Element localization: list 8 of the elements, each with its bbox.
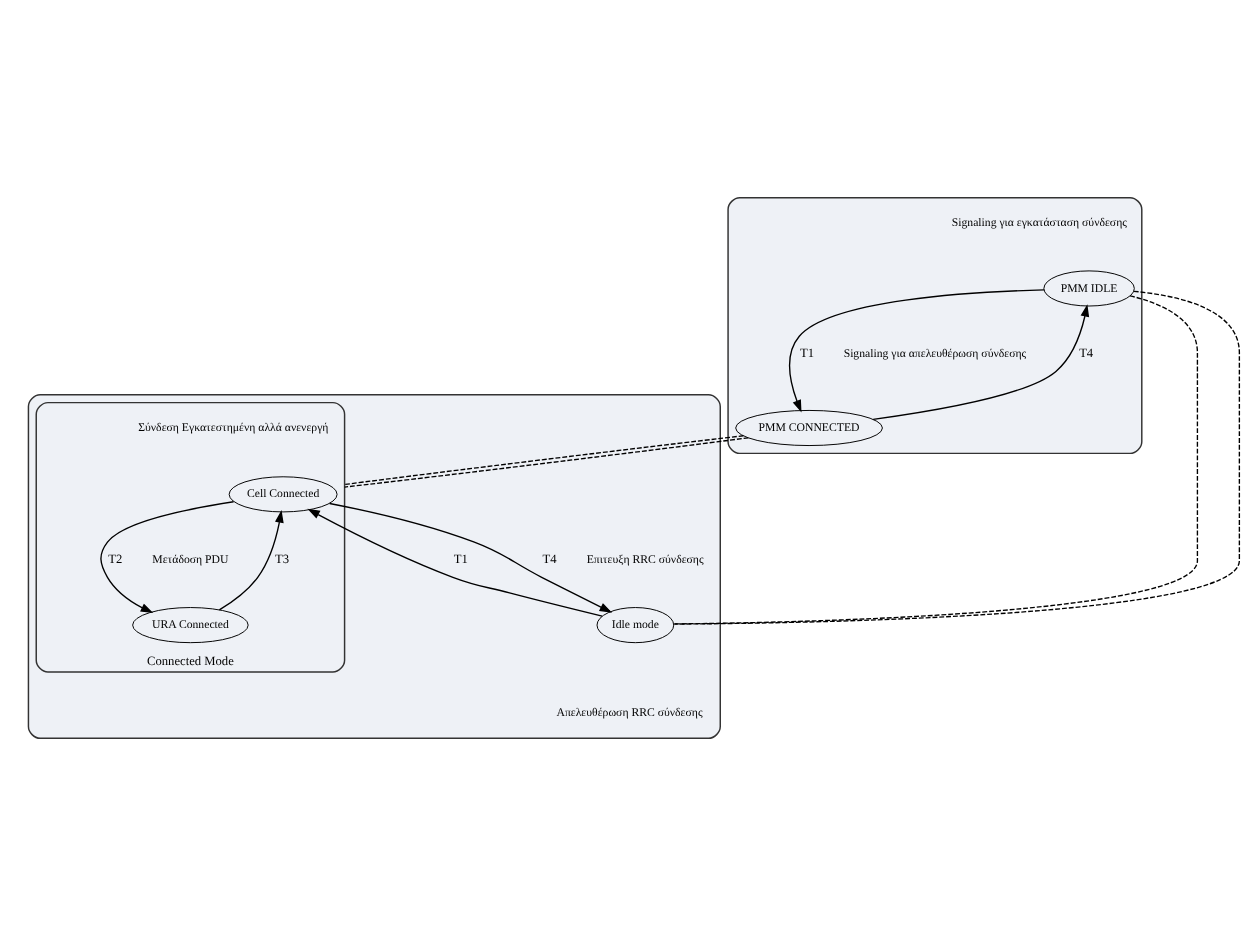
- cluster: [727, 197, 1143, 455]
- arrow: [100, 501, 235, 613]
- arrow: [872, 304, 1090, 421]
- arrow: [789, 289, 1045, 413]
- arrow: [307, 508, 603, 617]
- cluster: [27, 394, 721, 739]
- arrow: [328, 502, 613, 613]
- arrow: [218, 510, 284, 611]
